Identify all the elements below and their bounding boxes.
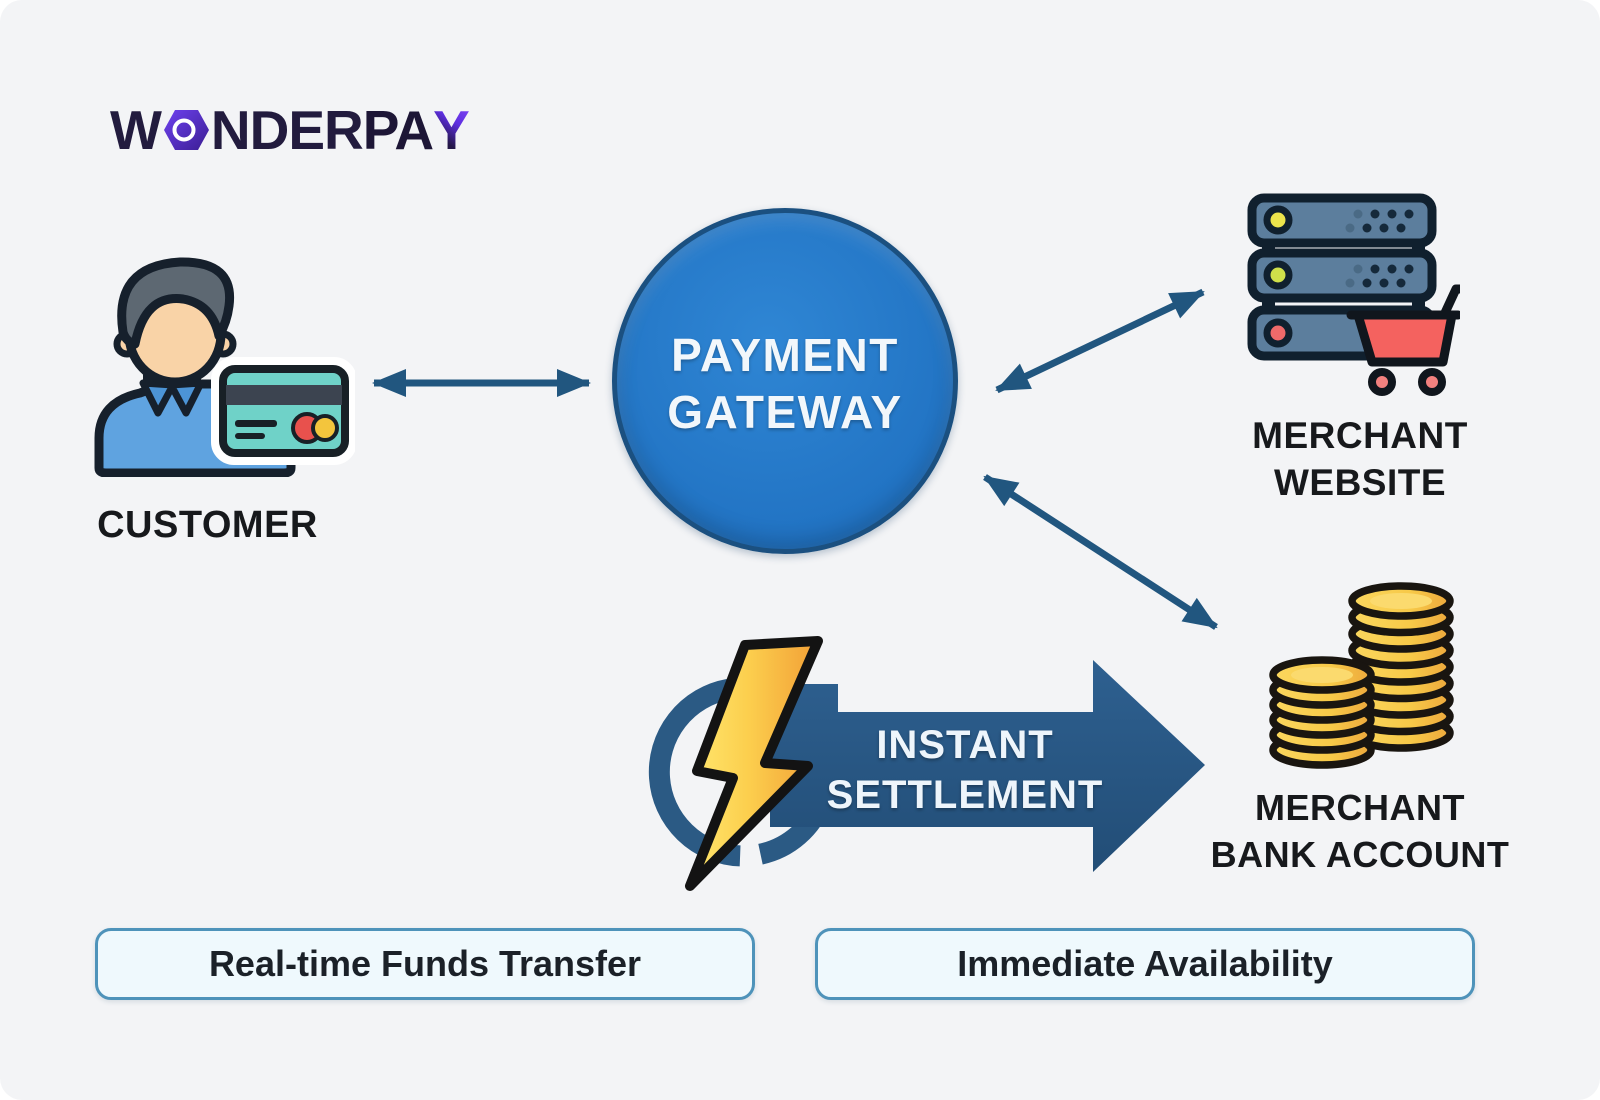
- gateway-label-line1: PAYMENT: [671, 329, 899, 381]
- settlement-label-line1: INSTANT: [876, 723, 1054, 767]
- gateway-label-line2: GATEWAY: [667, 386, 903, 438]
- lightning-bolt-icon: [685, 636, 823, 891]
- merchant-bank-label-line2: BANK ACCOUNT: [1210, 834, 1510, 875]
- settlement-arrow: [770, 660, 1205, 872]
- logo-text-pa: PA: [362, 99, 434, 161]
- person-with-credit-card-icon: [94, 257, 355, 477]
- immediate-availability-badge: Immediate Availability: [815, 928, 1475, 1000]
- merchant-website-label: MERCHANT WEBSITE: [1240, 412, 1480, 506]
- realtime-funds-transfer-badge: Real-time Funds Transfer: [95, 928, 755, 1000]
- customer-label: CUSTOMER: [97, 504, 318, 546]
- gateway-website-arrow: [995, 288, 1205, 394]
- logo-text-w: W: [110, 99, 162, 161]
- settlement-label-line2: SETTLEMENT: [826, 773, 1104, 817]
- merchant-website-label-line2: WEBSITE: [1273, 462, 1447, 503]
- gateway-bank-arrow: [983, 474, 1218, 630]
- instant-settlement-graphic: [648, 636, 1205, 891]
- immediate-availability-label: Immediate Availability: [957, 943, 1333, 984]
- logo-text-y: Y: [433, 99, 470, 161]
- hexagon-ring-icon: [163, 110, 209, 150]
- payment-gateway-node: PAYMENT GATEWAY: [612, 208, 958, 554]
- brand-logo: W NDER PA Y: [110, 98, 470, 162]
- logo-text-nder: NDER: [210, 99, 364, 161]
- coin-stacks-icon: [1269, 582, 1454, 769]
- merchant-website-label-line1: MERCHANT: [1252, 415, 1468, 456]
- settlement-label: INSTANT SETTLEMENT: [790, 720, 1140, 820]
- merchant-bank-label-line1: MERCHANT: [1255, 787, 1465, 828]
- merchant-bank-label: MERCHANT BANK ACCOUNT: [1200, 784, 1520, 878]
- server-stack-with-cart-icon: [1247, 193, 1460, 396]
- realtime-funds-transfer-label: Real-time Funds Transfer: [208, 943, 642, 984]
